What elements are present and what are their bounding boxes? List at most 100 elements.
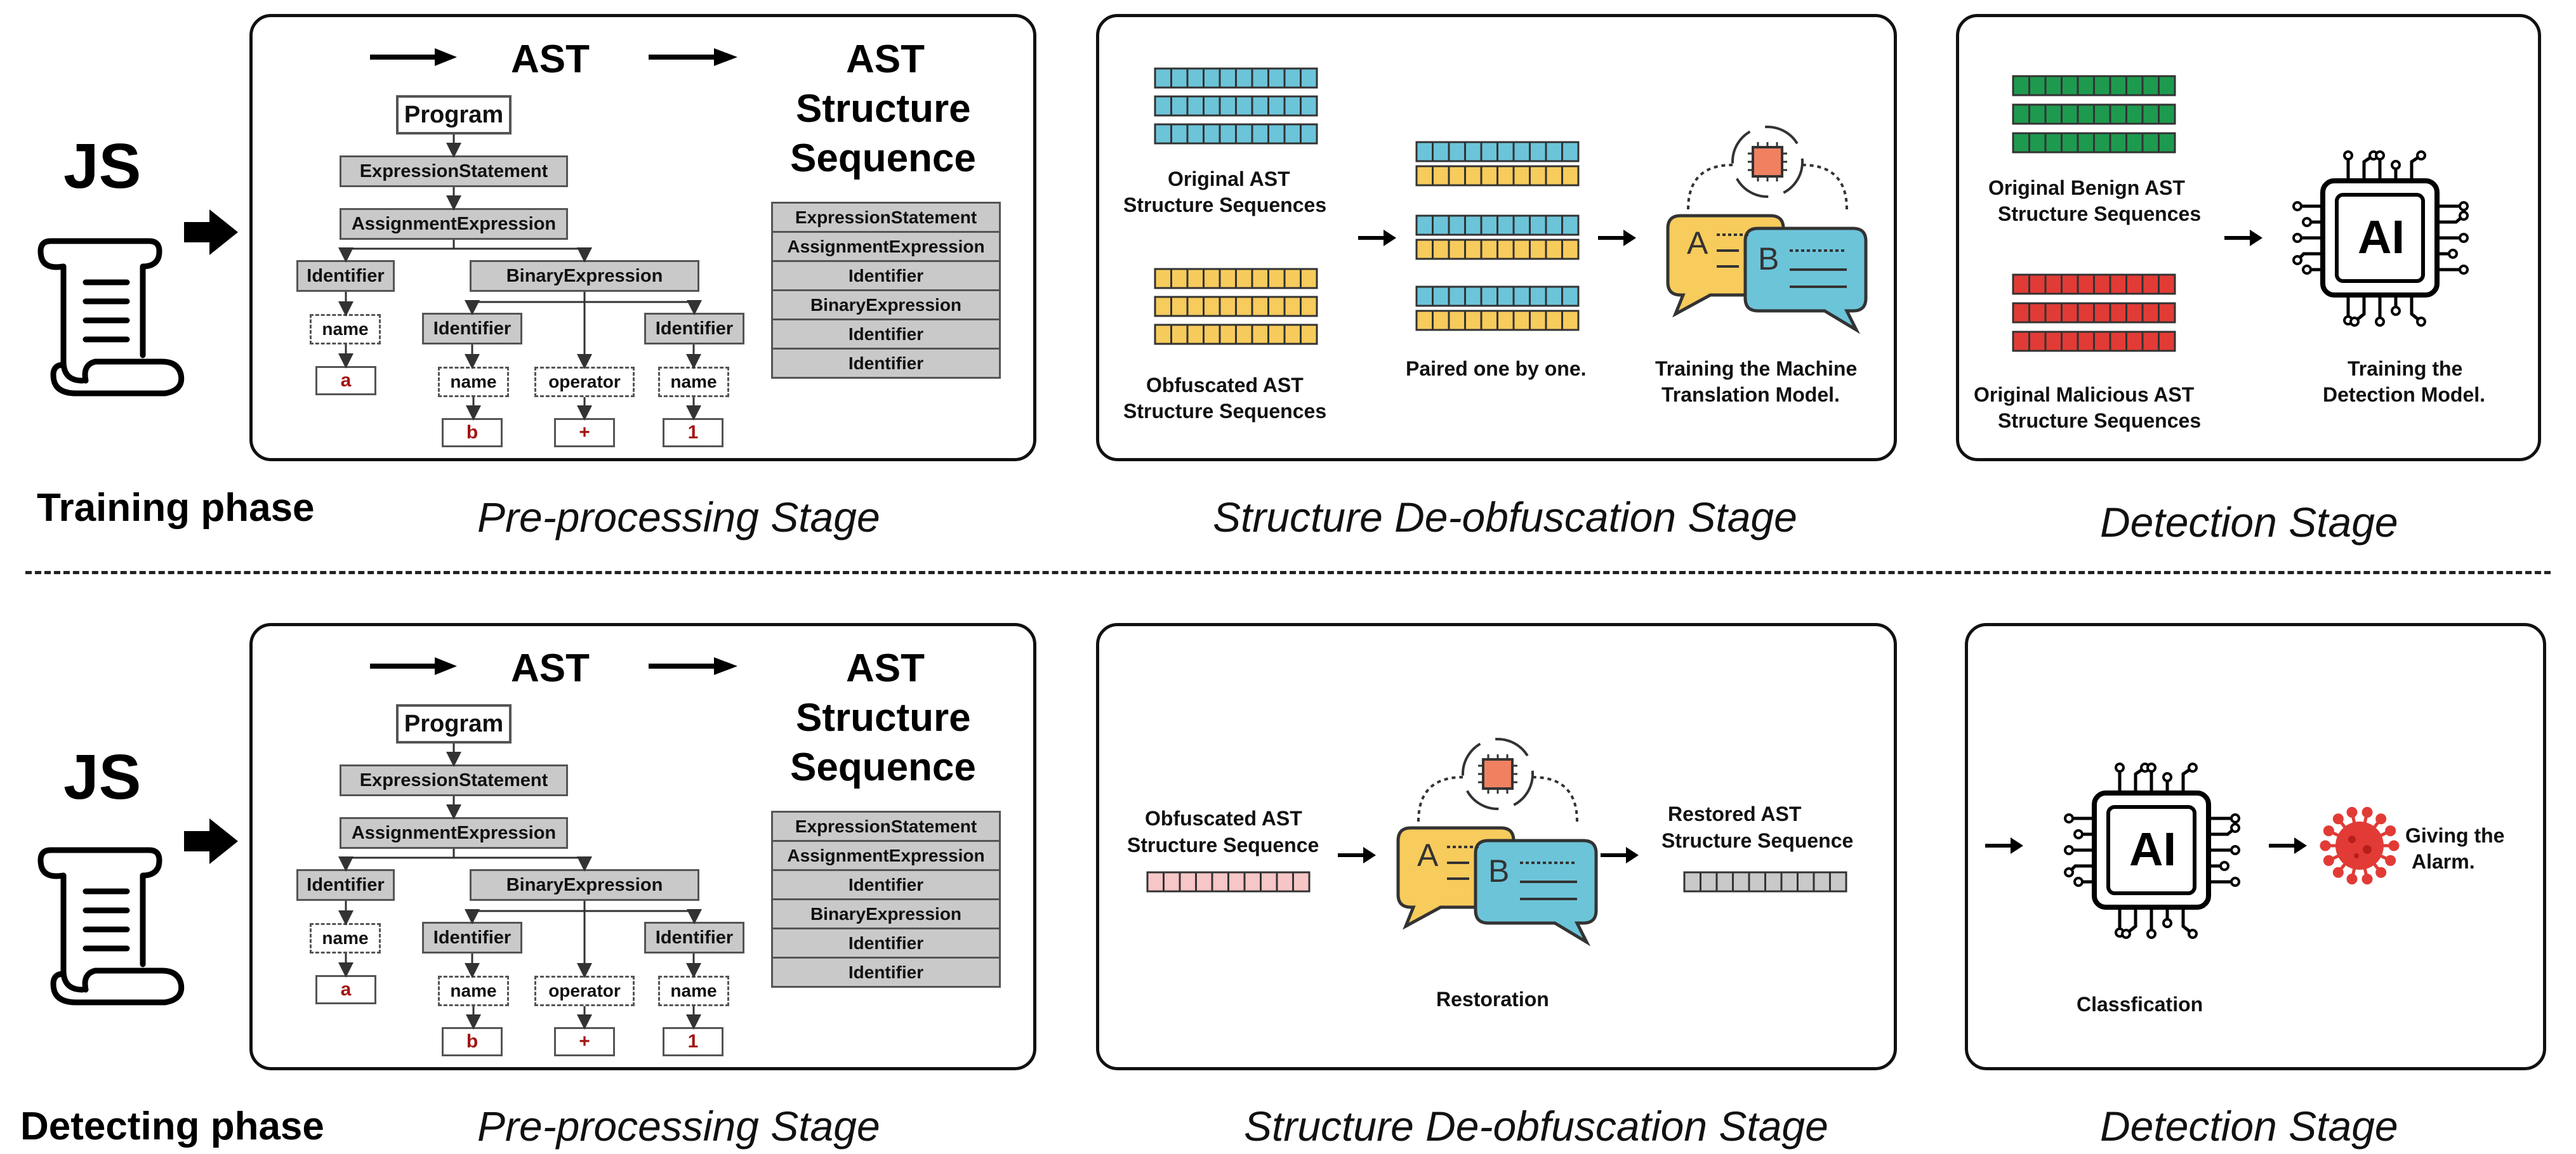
ast-node-binary-expression: BinaryExpression <box>470 260 699 292</box>
sequence-cell <box>1545 214 1563 236</box>
sequence-cell <box>1529 310 1547 331</box>
sequence-cell <box>1227 871 1246 893</box>
train-detection-caption-line2: Detection Model. <box>2323 383 2486 406</box>
sequence-cell <box>2125 331 2144 352</box>
sequence-cell <box>1283 296 1302 317</box>
sequence-item: BinaryExpression <box>773 291 999 320</box>
sequence-cell <box>1448 310 1466 331</box>
sequence-cell <box>1235 67 1253 89</box>
sequence-cell <box>2125 273 2144 295</box>
sequence-cells <box>1146 67 2176 893</box>
sequence-cell <box>1154 268 1172 289</box>
sequence-cell <box>2077 331 2095 352</box>
training-deobfuscation-stage-label: Structure De-obfuscation Stage <box>1213 494 1797 541</box>
sequence-cell <box>2044 75 2063 96</box>
sequence-cell <box>1700 871 1718 893</box>
ast-leaf-a: a <box>315 975 376 1004</box>
alarm-caption-line2: Alarm. <box>2412 850 2475 873</box>
sequence-cell <box>1300 67 1318 89</box>
sequence-item: AssignmentExpression <box>773 233 999 262</box>
arrow-right-icon <box>2224 230 2262 246</box>
sequence-cell <box>1219 296 1237 317</box>
sequence-cell <box>1235 123 1253 145</box>
sequence-cell <box>2012 302 2030 324</box>
ast-node-identifier: Identifier <box>644 922 744 954</box>
sequence-cell <box>2109 302 2127 324</box>
sequence-cell <box>1283 67 1302 89</box>
sequence-cell <box>1186 95 1205 117</box>
sequence-cell <box>1496 165 1515 187</box>
ast-node-name: name <box>438 976 509 1006</box>
ai-chip-label: AI <box>2129 823 2176 875</box>
translation-model-icon: A B <box>1396 738 1598 947</box>
restored-sequence-caption-line1: Restored AST <box>1668 803 1802 825</box>
sequence-strip <box>2012 302 2176 324</box>
sequence-item: BinaryExpression <box>773 900 999 929</box>
detecting-detection-panel <box>1965 623 2546 1070</box>
ast-structure-sequence-table: ExpressionStatement AssignmentExpression… <box>771 811 1001 988</box>
sequence-cell <box>2141 132 2160 154</box>
sequence-cell <box>2028 273 2047 295</box>
sequence-cell <box>1415 141 1434 162</box>
js-label-training: JS <box>63 131 142 202</box>
ast-seq-title-line2: Structure <box>796 696 971 740</box>
sequence-cell <box>1170 67 1189 89</box>
sequence-cell <box>2141 75 2160 96</box>
sequence-cell <box>2061 302 2079 324</box>
ast-leaf-plus: + <box>554 418 615 447</box>
sequence-cell <box>1561 141 1580 162</box>
virus-icon <box>2320 806 2400 885</box>
ai-chip-label: AI <box>2358 211 2405 263</box>
sequence-strip <box>1154 67 1318 89</box>
sequence-cell <box>1432 285 1450 307</box>
sequence-cell <box>2125 103 2144 125</box>
classification-caption: Classfication <box>2077 993 2203 1016</box>
svg-text:A: A <box>1687 225 1708 261</box>
sequence-cell <box>1715 871 1734 893</box>
sequence-strip <box>1415 310 1580 331</box>
sequence-cell <box>1448 165 1466 187</box>
ast-leaf-b: b <box>442 418 503 447</box>
sequence-cell <box>1154 296 1172 317</box>
ast-node-identifier: Identifier <box>296 869 395 901</box>
sequence-strip <box>1146 871 1311 893</box>
sequence-cell <box>1464 141 1483 162</box>
sequence-cell <box>1186 67 1205 89</box>
sequence-cell <box>1683 871 1701 893</box>
sequence-cell <box>1219 324 1237 345</box>
sequence-strip <box>1154 324 1318 345</box>
sequence-cell <box>2125 302 2144 324</box>
arrow-right-icon <box>1338 847 1376 863</box>
sequence-cell <box>1545 165 1563 187</box>
sequence-cell <box>2158 302 2176 324</box>
ast-node-identifier: Identifier <box>644 313 744 344</box>
sequence-cell <box>2158 331 2176 352</box>
alarm-caption-line1: Giving the <box>2405 824 2505 847</box>
sequence-cell <box>1545 310 1563 331</box>
ast-leaf-b: b <box>442 1027 503 1056</box>
ast-node-name: name <box>310 923 381 954</box>
sequence-cell <box>2028 331 2047 352</box>
scroll-icon <box>37 847 185 1006</box>
train-detection-caption-line1: Training the <box>2348 357 2463 380</box>
sequence-cell <box>1251 123 1269 145</box>
sequence-cell <box>1267 67 1286 89</box>
sequence-item: Identifier <box>773 320 999 350</box>
sequence-cell <box>1464 214 1483 236</box>
sequence-cell <box>1154 67 1172 89</box>
js-label-detecting: JS <box>63 742 142 813</box>
sequence-cell <box>2093 103 2111 125</box>
sequence-cell <box>2061 132 2079 154</box>
sequence-cell <box>1219 67 1237 89</box>
sequence-cell <box>2109 103 2127 125</box>
sequence-cell <box>1480 165 1498 187</box>
ast-node-identifier: Identifier <box>422 313 522 344</box>
sequence-strip <box>1154 296 1318 317</box>
sequence-cell <box>2158 75 2176 96</box>
sequence-strip <box>2012 132 2176 154</box>
ast-seq-title-line2: Structure <box>796 87 971 131</box>
sequence-cell <box>1243 871 1262 893</box>
sequence-item: AssignmentExpression <box>773 842 999 871</box>
